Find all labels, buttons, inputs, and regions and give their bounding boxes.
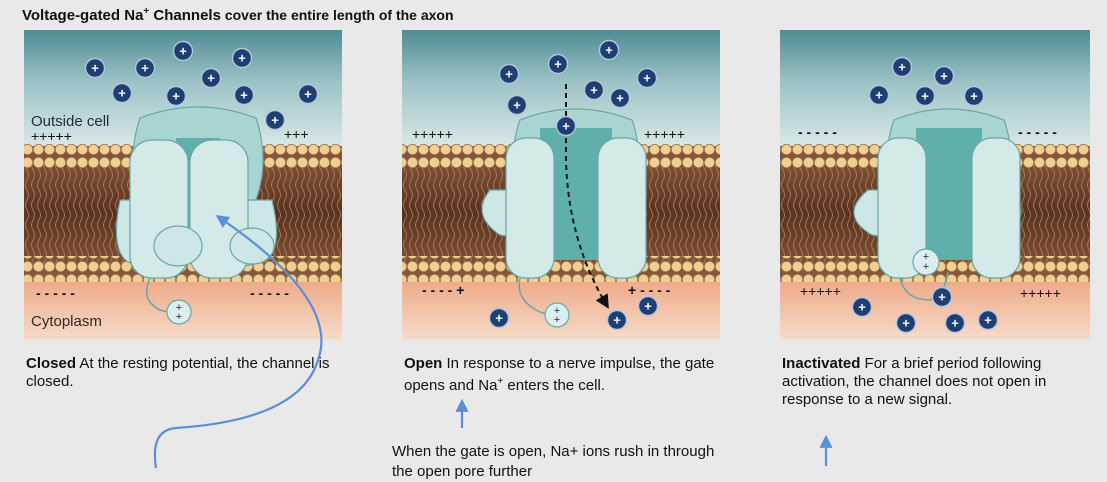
cytoplasm-label: Cytoplasm [31,313,102,330]
svg-text:+: + [938,290,946,305]
svg-text:- - - - -: - - - - - [1018,124,1057,140]
svg-text:+: + [644,299,652,314]
panel-open: + + +++++ +++++ - - - - + + - - - - + + … [402,30,720,340]
sodium-ions-open: + + + + + + + + + + + [488,39,659,331]
panel-inactivated: + + - - - - - - - - - - +++++ +++++ + + … [780,30,1090,340]
svg-text:+: + [179,44,187,59]
svg-text:+: + [505,67,513,82]
svg-text:+: + [141,61,149,76]
channel-open: + + [481,108,647,328]
panel-closed: + + Outside cell +++++ +++ - - - - - - -… [24,30,342,340]
svg-text:+: + [240,88,248,103]
svg-text:+: + [643,71,651,86]
svg-text:+: + [923,261,929,273]
svg-text:+: + [495,311,503,326]
ion-flow-arrow [565,84,609,309]
svg-text:+: + [613,313,621,328]
svg-text:+: + [91,61,99,76]
svg-text:+: + [984,313,992,328]
svg-text:+++++: +++++ [1020,285,1061,301]
charge-top-left: +++++ [31,128,72,144]
charge-top-right: +++ [284,126,309,142]
svg-text:+++++: +++++ [800,283,841,299]
caption-open: Open In response to a nerve impulse, the… [404,355,715,394]
svg-text:+: + [238,51,246,66]
annotation-arrow-closed [153,215,323,469]
svg-text:+: + [590,83,598,98]
svg-text:+ - - - -: + - - - - [628,282,671,298]
outside-cell-label: Outside cell [31,113,109,130]
svg-text:+: + [940,69,948,84]
svg-text:+: + [902,316,910,331]
svg-text:+++++: +++++ [412,126,453,142]
sodium-ions-outside: + + + + + + + + + + [84,40,319,131]
svg-text:+: + [271,113,279,128]
svg-text:+: + [898,60,906,75]
svg-text:+: + [562,119,570,134]
svg-text:+: + [605,43,613,58]
channel-inactivated: + + [853,108,1022,301]
svg-text:+++++: +++++ [644,126,685,142]
diagram-canvas: + + Outside cell +++++ +++ - - - - - - -… [24,30,1090,469]
channel-closed: + + [115,106,278,325]
svg-text:- - - - -: - - - - - [798,124,837,140]
caption-closed: Closed At the resting potential, the cha… [26,355,330,390]
svg-text:+: + [858,300,866,315]
svg-text:+: + [554,57,562,72]
inactivation-gate [166,299,192,325]
svg-text:+: + [304,87,312,102]
svg-text:+: + [176,311,182,323]
svg-text:+: + [554,305,560,317]
figure-title: Voltage-gated Na+ Channels cover the ent… [22,6,454,24]
caption-inactivated: Inactivated For a brief period following… [782,355,1047,408]
svg-text:+: + [951,316,959,331]
inactivation-gate-blocking [912,248,940,276]
svg-text:+: + [207,71,215,86]
svg-text:+: + [875,88,883,103]
svg-text:+: + [554,314,560,326]
svg-text:+: + [921,89,929,104]
charge-bottom-left: - - - - - [36,285,75,301]
svg-text:+: + [172,89,180,104]
sodium-ions-inactivated: + + + + + + + + + + [851,56,999,334]
svg-text:- - - - +: - - - - + [422,282,464,298]
svg-text:+: + [118,86,126,101]
svg-text:+: + [513,98,521,113]
svg-text:+: + [923,251,929,263]
svg-text:+: + [616,91,624,106]
charge-bottom-right: - - - - - [250,285,289,301]
svg-text:+: + [970,89,978,104]
svg-text:+: + [176,302,182,314]
annotation-note: When the gate is open, Na+ ions rush in … [392,443,715,480]
